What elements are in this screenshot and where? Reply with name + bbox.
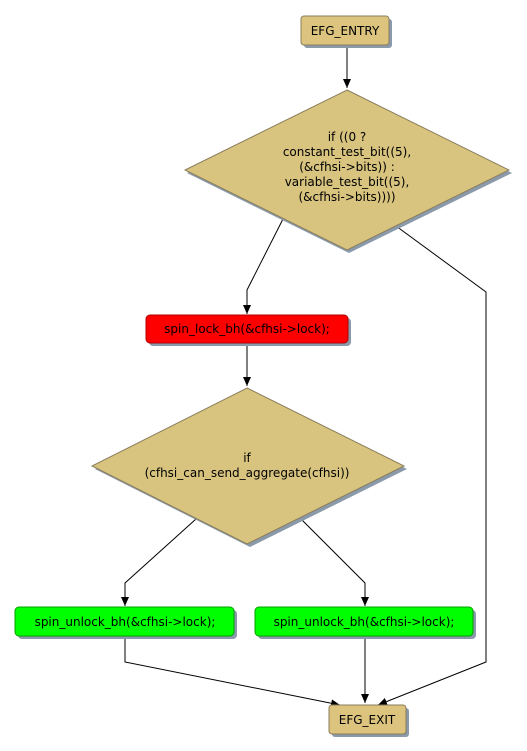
decision-bit-test-line-4: variable_test_bit((5), (285, 175, 410, 189)
decision-bit-test-line-5: (&cfhsi->bits)))) (298, 190, 395, 204)
entry-node: EFG_ENTRY (300, 15, 392, 48)
decision-can-send-aggregate-line-2: (cfhsi_can_send_aggregate(cfhsi)) (145, 466, 350, 480)
spin-unlock-right-label: spin_unlock_bh(&cfhsi->lock); (274, 615, 455, 629)
spin-lock-label: spin_lock_bh(&cfhsi->lock); (164, 322, 330, 336)
decision-bit-test-line-2: constant_test_bit((5), (283, 145, 411, 159)
edge-cond2-to-unlock-left (121, 518, 197, 606)
entry-label: EFG_ENTRY (311, 24, 380, 38)
spin-unlock-right-node: spin_unlock_bh(&cfhsi->lock); (254, 606, 476, 639)
decision-can-send-aggregate-line-1: if (243, 451, 251, 465)
edges (121, 46, 487, 708)
decision-bit-test-line-3: (&cfhsi->bits)) : (299, 160, 395, 174)
decision-bit-test: if ((0 ? constant_test_bit((5), (&cfhsi-… (183, 89, 512, 253)
edge-cond2-to-unlock-right (300, 518, 369, 606)
spin-lock-node: spin_lock_bh(&cfhsi->lock); (145, 314, 351, 346)
exit-node: EFG_EXIT (328, 704, 409, 737)
decision-bit-test-line-1: if ((0 ? (328, 130, 367, 144)
spin-unlock-left-node: spin_unlock_bh(&cfhsi->lock); (14, 606, 237, 639)
edge-cond1-to-exit (377, 225, 487, 706)
exit-label: EFG_EXIT (339, 713, 396, 727)
decision-can-send-aggregate: if (cfhsi_can_send_aggregate(cfhsi)) (90, 387, 407, 547)
spin-unlock-left-label: spin_unlock_bh(&cfhsi->lock); (35, 615, 216, 629)
edge-unlock-left-to-exit (124, 637, 341, 708)
edge-cond1-to-lock (243, 218, 284, 314)
